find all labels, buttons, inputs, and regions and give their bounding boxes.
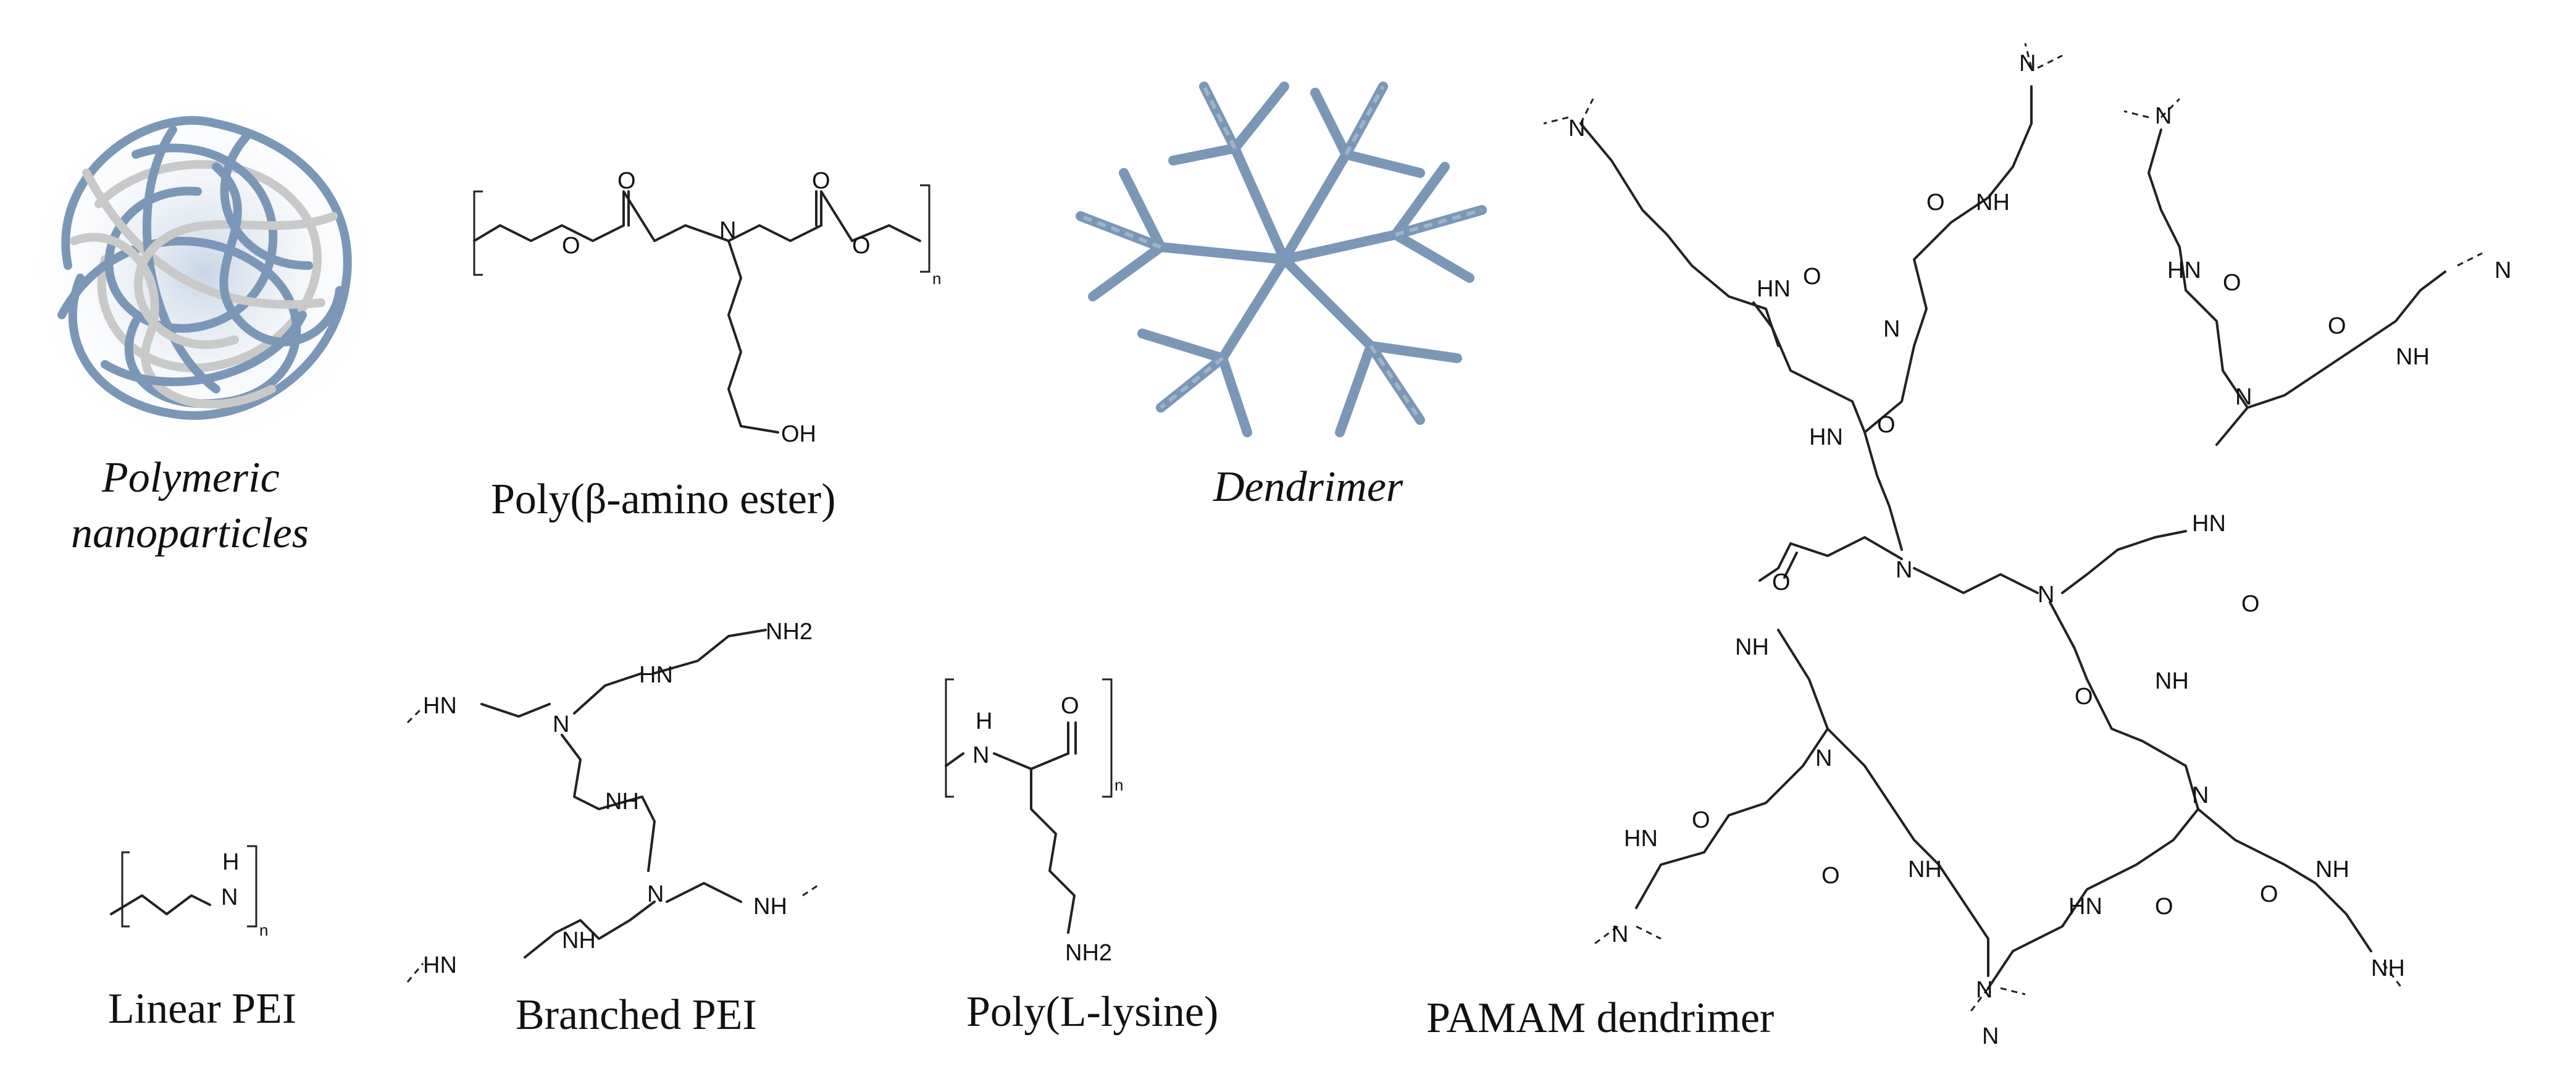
pbae-n-subscript: n <box>932 269 941 288</box>
pamam-o-core-left: O <box>1772 569 1791 595</box>
pamam-n-lower-right: N <box>2192 783 2209 808</box>
poly-lysine-o: O <box>1061 693 1079 719</box>
pamam-n-top-left: N <box>1568 115 1585 141</box>
pamam-n-bottom-left: N <box>1612 921 1628 947</box>
branched-pei-hn-top-left: HN <box>423 693 457 719</box>
dendrimer-illustration <box>1076 82 1487 437</box>
pamam-o-lower-left-2: O <box>1821 863 1840 889</box>
linear-pei-n: N <box>221 884 238 910</box>
poly-lysine-structure: H N O NH2 n <box>945 678 1123 966</box>
poly-lysine-n: N <box>972 742 989 768</box>
branched-pei-nh-bottom: NH <box>562 928 596 954</box>
pamam-structure: N N O HN O N HN O N NH O N N HN O N NH O… <box>1544 43 2511 1049</box>
pbae-structure: O O N O O OH n <box>473 168 941 447</box>
pamam-hn-lower-left: HN <box>1624 826 1658 852</box>
branched-pei-structure: HN N HN NH2 NH N NH NH HN <box>406 619 822 983</box>
polymeric-nanoparticle-panel <box>12 80 395 463</box>
pamam-n-core-right: N <box>2038 582 2054 608</box>
pamam-hn-left-1: HN <box>1757 276 1791 302</box>
pamam-n-top-right: N <box>2155 103 2172 129</box>
pamam-o-top-left: O <box>1926 190 1945 216</box>
pamam-n-left-1: N <box>1883 316 1900 342</box>
pamam-n-bottom-mid: N <box>1976 977 1993 1003</box>
pbae-o4: O <box>852 233 871 259</box>
poly-lysine-caption: Poly(L-lysine) <box>966 988 1219 1036</box>
pamam-o-lower-right-1: O <box>2075 684 2093 710</box>
linear-pei-caption: Linear PEI <box>108 985 297 1033</box>
pamam-n-top: N <box>2019 51 2036 77</box>
branched-pei-caption: Branched PEI <box>516 991 757 1039</box>
branched-pei-hn-mid: HN <box>639 662 673 688</box>
pbae-oh: OH <box>781 421 816 447</box>
pamam-hn-right-2: HN <box>2192 511 2226 537</box>
polymeric-nanoparticle-illustration <box>19 86 389 457</box>
linear-pei-h: H <box>222 849 239 875</box>
pamam-nh-lower-1: NH <box>1735 634 1769 660</box>
polymeric-nanoparticles-caption-line2: nanoparticles <box>71 510 309 557</box>
poly-lysine-h: H <box>976 708 992 734</box>
pbae-caption: Poly(β-amino ester) <box>491 476 836 523</box>
pbae-o3: O <box>812 168 830 194</box>
pbae-o1: O <box>617 168 636 194</box>
pbae-n: N <box>719 217 736 243</box>
dendrimer-caption: Dendrimer <box>1213 463 1403 511</box>
pamam-o-right-1: O <box>2223 270 2241 296</box>
pbae-o2: O <box>562 233 580 259</box>
pamam-nh-lower-left-2: NH <box>1908 857 1942 883</box>
pamam-o-lower-right-3: O <box>2260 881 2278 907</box>
pamam-nh-lower-right-2: NH <box>2315 857 2349 883</box>
pamam-hn-right-1: HN <box>2167 258 2201 283</box>
branched-pei-nh-center: NH <box>605 789 639 815</box>
pamam-o-right-2: O <box>2328 313 2346 339</box>
pamam-o-left-1: O <box>1803 264 1821 290</box>
pamam-o-left-2: O <box>1877 412 1896 438</box>
pamam-n-right: N <box>2235 384 2252 410</box>
pamam-hn-lower-right: HN <box>2068 894 2102 920</box>
branched-pei-n2: N <box>647 881 664 907</box>
pamam-o-lower-left-1: O <box>1692 807 1710 833</box>
pamam-nh-right-1: NH <box>2396 344 2430 370</box>
pamam-o-right-3: O <box>2241 591 2260 617</box>
pamam-o-lower-right-2: O <box>2155 894 2173 920</box>
pamam-n-bottom-right: N <box>1982 1023 1999 1049</box>
pamam-caption: PAMAM dendrimer <box>1426 994 1775 1042</box>
dendrimer-panel <box>1050 62 1519 457</box>
pamam-hn-left-2: HN <box>1809 424 1843 450</box>
pamam-nh-bottom-right: NH <box>2371 955 2405 981</box>
pamam-nh-top-left: NH <box>1976 190 2010 216</box>
poly-lysine-nh2: NH2 <box>1065 940 1112 966</box>
branched-pei-nh-right: NH <box>753 894 787 920</box>
pamam-n-core-left: N <box>1896 557 1912 583</box>
polymeric-nanoparticles-caption-line1: Polymeric <box>102 454 280 502</box>
pamam-n-far-right: N <box>2494 258 2511 283</box>
branched-pei-hn-bottom-left: HN <box>423 952 457 978</box>
poly-lysine-n-subscript: n <box>1114 776 1123 794</box>
linear-pei-structure: H N n <box>110 845 268 939</box>
pamam-n-lower-left: N <box>1815 745 1832 771</box>
branched-pei-n1: N <box>553 711 569 737</box>
linear-pei-n-subscript: n <box>259 921 268 939</box>
pamam-nh-lower-right-1: NH <box>2155 668 2189 694</box>
branched-pei-nh2: NH2 <box>766 619 813 645</box>
